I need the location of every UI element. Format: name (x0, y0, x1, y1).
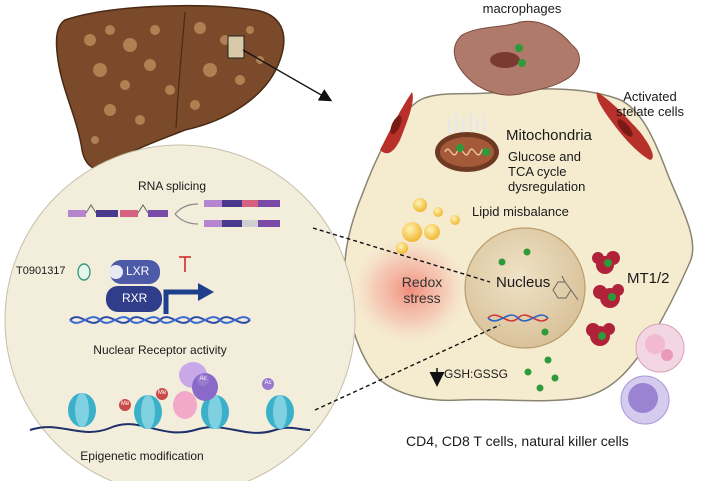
methyl-mark-icon (119, 388, 168, 411)
label-redox-stress-text: Redox stress (401, 274, 443, 307)
liver-organ-icon (55, 4, 285, 170)
macrophage-cell-icon (453, 20, 580, 96)
label-mt12: MT1/2 (627, 270, 670, 287)
label-redox-stress: Redox stress (392, 274, 452, 306)
inhibition-mark-icon (179, 256, 191, 272)
lipid-droplet-icon (396, 198, 460, 254)
dashed-connector-top (312, 227, 491, 283)
transcription-arrow-icon (163, 289, 200, 314)
nucleosome-icon (266, 395, 294, 429)
label-lipid-misbalance: Lipid misbalance (472, 204, 569, 219)
zoom-arrow (242, 49, 333, 102)
label-mitochondria: Mitochondria (506, 127, 592, 144)
nucleosome-icon (201, 395, 229, 429)
label-me-1: Me (120, 401, 130, 407)
label-activated-stelate-cells: Activated stelate cells (605, 89, 695, 120)
ligand-icon (77, 263, 91, 281)
label-lxr: LXR (126, 264, 150, 278)
mitochondrion-icon (435, 110, 499, 172)
label-macrophages: macrophages (482, 1, 562, 16)
label-glucose-tca: Glucose and TCA cycle dysregulation (508, 149, 618, 195)
label-ac-2: Ac (264, 380, 272, 386)
nucleosome-icon (134, 395, 162, 429)
label-glucose-tca-text: Glucose and TCA cycle dysregulation (508, 149, 586, 194)
splicing-transcript-icon (68, 200, 280, 227)
label-activated-stelate-cells-text: Activated stelate cells (616, 89, 684, 119)
lxr-rxr-dimer-icon (106, 260, 162, 312)
t-cell-icon (620, 375, 670, 425)
label-nucleus: Nucleus (496, 274, 551, 291)
stellate-cell-icon (596, 92, 653, 160)
label-epigenetic-modification: Epigenetic modification (80, 449, 204, 463)
acetyl-mark-icon (197, 374, 274, 390)
nucleosome-icon (68, 393, 96, 427)
label-rxr: RXR (122, 291, 148, 305)
dna-strand-icon (69, 316, 251, 324)
label-ac-1: Ac (199, 376, 207, 382)
nk-cell-icon (635, 323, 685, 373)
stellate-cell-icon (380, 92, 413, 154)
nucleus (464, 227, 586, 349)
dashed-connector-bottom (314, 324, 501, 411)
zoom-circle (4, 144, 356, 481)
label-rna-splicing: RNA splicing (137, 179, 207, 193)
dna-helix-icon (487, 314, 549, 322)
label-t0901317: T0901317 (16, 265, 66, 277)
label-me-2: Me (157, 390, 167, 396)
redox-glow (350, 235, 470, 345)
label-gsh-gssg: GSH:GSSG (444, 367, 509, 381)
small-molecule-icon (552, 275, 579, 301)
label-nuclear-receptor-activity: Nuclear Receptor activity (93, 343, 227, 357)
label-immune-cells: CD4, CD8 T cells, natural killer cells (406, 433, 629, 449)
transcription-arrowhead (198, 283, 214, 301)
